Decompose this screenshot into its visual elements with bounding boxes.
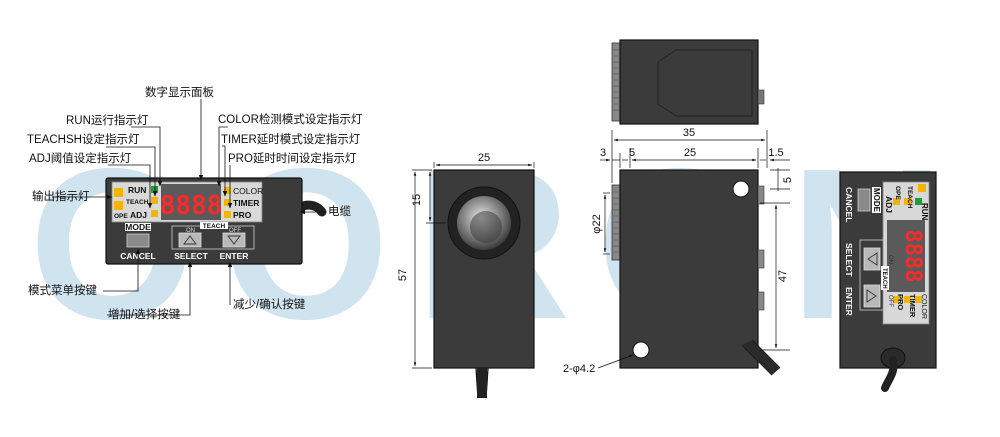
top-view — [611, 39, 765, 125]
rotated-down-arrow-icon — [866, 289, 877, 303]
dim-side-d: 1.5 — [768, 147, 783, 159]
adj-led — [151, 210, 158, 217]
rotated-label-enter: ENTER — [844, 287, 854, 316]
dim-front-width: 25 — [478, 152, 490, 164]
rotated-display — [887, 220, 925, 292]
teach-switch-label-box — [200, 222, 228, 229]
rotated-label-mode: MODE — [872, 188, 881, 213]
rotated-label-pro: PRO — [896, 294, 905, 310]
output-indicator-led-2 — [114, 201, 123, 210]
rotated-label-color: COLOR — [920, 294, 927, 319]
callout-display-panel: 数字显示面板 — [145, 85, 214, 99]
label-pro: PRO — [233, 210, 252, 220]
label-color: COLOR — [233, 186, 263, 196]
output-indicator-led — [114, 188, 123, 197]
rotated-label-ope: OPE — [894, 186, 901, 200]
rotated-color-led — [915, 296, 922, 303]
rotated-label-adj: ADJ — [884, 196, 894, 213]
rotated-label-teach: TEACH — [906, 186, 913, 209]
dim-front-height: 57 — [397, 269, 409, 281]
rotated-pro-led — [893, 296, 900, 303]
rotated-label-teach-switch: TEACH — [881, 268, 887, 289]
dim-side-height: 47 — [777, 270, 789, 282]
dim-hole: 2-φ4.2 — [563, 363, 595, 375]
rotated-label-select: SELECT — [844, 243, 854, 277]
callout-mode-menu-key: 模式菜单按键 — [28, 283, 97, 297]
callout-run-indicator: RUN运行指示灯 — [66, 113, 149, 127]
mount-hole-bottom — [632, 341, 650, 359]
rotated-enter-button[interactable] — [863, 284, 881, 308]
side-housing — [619, 169, 759, 369]
side-dimension-view: 35 3 5 25 1.5 5 φ22 47 2-φ4.2 — [563, 127, 794, 376]
down-arrow-icon — [227, 235, 241, 245]
rotated-mode-box — [872, 187, 881, 213]
callout-leaders — [52, 99, 325, 316]
label-ope: OPE — [114, 213, 128, 220]
rotated-label-run: RUN — [920, 203, 929, 221]
callout-output-indicator: 输出指示灯 — [32, 189, 90, 203]
rotated-mode-button[interactable] — [857, 188, 871, 212]
label-adj: ADJ — [130, 210, 147, 220]
rotated-label-off: OFF — [887, 295, 893, 307]
pro-led — [224, 211, 231, 218]
rotated-output-led — [918, 184, 926, 192]
rotated-cable — [881, 356, 898, 392]
up-arrow-icon — [183, 235, 197, 245]
rotated-panel-view: 8888 RUN TEACH OPE ADJ COLOR TIMER PRO M… — [839, 171, 937, 392]
display-digits: 8888 — [160, 191, 223, 221]
callout-labels: 数字显示面板 RUN运行指示灯 TEACHSH设定指示灯 ADJ阈值设定指示灯 … — [27, 85, 363, 321]
rotated-timer-led — [904, 296, 911, 303]
mode-button[interactable] — [126, 233, 150, 248]
rotated-label-on: ON — [887, 255, 893, 264]
callout-cable: 电缆 — [328, 205, 351, 218]
mode-label-box — [125, 223, 151, 231]
front-panel-view: RUN TEACH OPE ADJ 8888 COLOR TIMER PRO M… — [105, 177, 327, 265]
callout-teachsh-indicator: TEACHSH设定指示灯 — [27, 132, 140, 146]
rotated-label-cancel: CANCEL — [844, 187, 854, 222]
label-run: RUN — [128, 185, 146, 195]
run-led — [151, 186, 158, 193]
dim-side-diameter: φ22 — [591, 214, 603, 233]
label-timer: TIMER — [233, 198, 259, 208]
callout-increase-select-key: 增加/选择按键 — [108, 307, 181, 321]
label-off: OFF — [229, 228, 241, 234]
mount-hole-top — [732, 180, 750, 198]
callout-decrease-confirm-key: 减少/确认按键 — [233, 297, 306, 311]
dim-side-a: 3 — [600, 147, 606, 159]
callout-adj-indicator: ADJ阈值设定指示灯 — [29, 151, 132, 165]
label-enter: ENTER — [220, 251, 249, 261]
enter-button[interactable] — [222, 232, 246, 248]
callout-timer-indicator: TIMER延时模式设定指示灯 — [221, 132, 361, 146]
rotated-up-arrow-icon — [867, 252, 878, 266]
dim-side-c: 25 — [684, 147, 696, 159]
color-led — [224, 187, 231, 194]
front-dimension-view: 25 15 57 — [397, 152, 535, 399]
dim-side-total: 35 — [683, 127, 695, 139]
label-select: SELECT — [174, 251, 208, 261]
timer-led — [224, 199, 231, 206]
dim-front-lens-offset: 15 — [411, 194, 423, 206]
lens-inner — [470, 211, 502, 243]
rotated-display-digits: 8888 — [900, 230, 925, 283]
label-teach: TEACH — [126, 199, 149, 206]
rotated-run-led — [915, 198, 922, 205]
rotated-teach-led — [904, 198, 911, 205]
label-mode: MODE — [125, 222, 151, 232]
teach-led — [151, 197, 158, 204]
rotated-select-button[interactable] — [863, 247, 881, 271]
label-on: ON — [186, 228, 195, 234]
dim-side-b: 5 — [629, 147, 635, 159]
front-cable — [477, 368, 487, 398]
rotated-adj-led — [893, 198, 900, 205]
select-button[interactable] — [178, 232, 202, 248]
rotated-label-timer: TIMER — [908, 294, 917, 318]
callout-pro-indicator: PRO延时时间设定指示灯 — [228, 151, 357, 165]
label-teach-switch: TEACH — [203, 223, 226, 230]
top-housing — [619, 39, 759, 125]
dim-side-e: 5 — [782, 177, 794, 183]
digital-display — [161, 184, 221, 220]
callout-color-indicator: COLOR检测模式设定指示灯 — [218, 112, 363, 126]
